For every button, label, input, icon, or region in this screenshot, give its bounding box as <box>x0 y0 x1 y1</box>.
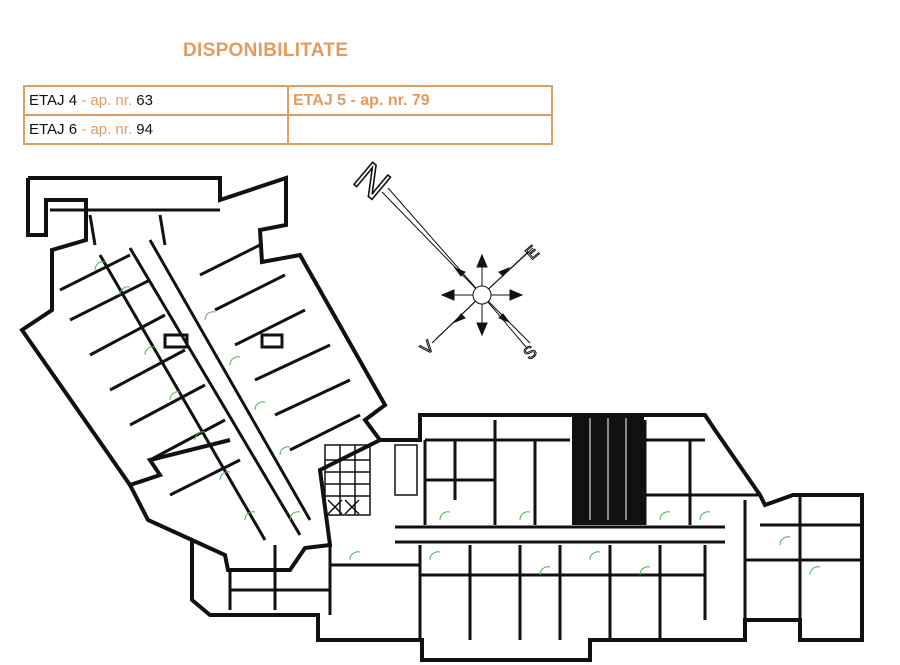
straight-wing-interior-walls <box>228 420 862 640</box>
floor-5-label: ETAJ 5 - ap. nr. 79 <box>293 91 430 109</box>
building-angled-wing <box>19 175 864 662</box>
door-swings <box>94 261 821 576</box>
compass-south-label: S <box>520 342 541 364</box>
page-title: DISPONIBILITATE <box>183 40 349 61</box>
apartment-number: 63 <box>136 92 153 109</box>
angled-wing-interior-walls <box>50 208 361 541</box>
compass-north-label: N <box>346 153 399 209</box>
table-row: ETAJ 6 - ap. nr. 94 <box>23 114 553 145</box>
availability-cell-floor-4: ETAJ 4 - ap. nr. 63 <box>23 85 289 116</box>
apartment-label: - ap. nr. <box>77 121 137 138</box>
availability-cell-floor-6: ETAJ 6 - ap. nr. 94 <box>23 114 289 145</box>
floor-label: ETAJ 4 <box>29 92 78 109</box>
availability-cell-floor-5: ETAJ 5 - ap. nr. 79 <box>287 85 553 116</box>
apartment-label: - ap. nr. <box>77 92 137 109</box>
floor-label: ETAJ 6 <box>29 121 78 138</box>
availability-cell-empty <box>287 114 553 145</box>
stair-core <box>572 415 644 525</box>
compass-rose <box>381 187 534 348</box>
stairwell-grid <box>324 444 418 516</box>
table-row: ETAJ 4 - ap. nr. 63 ETAJ 5 - ap. nr. 79 <box>23 85 553 116</box>
availability-table: ETAJ 4 - ap. nr. 63 ETAJ 5 - ap. nr. 79 … <box>23 85 553 145</box>
compass-east-label: E <box>522 242 543 264</box>
apartment-number: 94 <box>136 121 153 138</box>
